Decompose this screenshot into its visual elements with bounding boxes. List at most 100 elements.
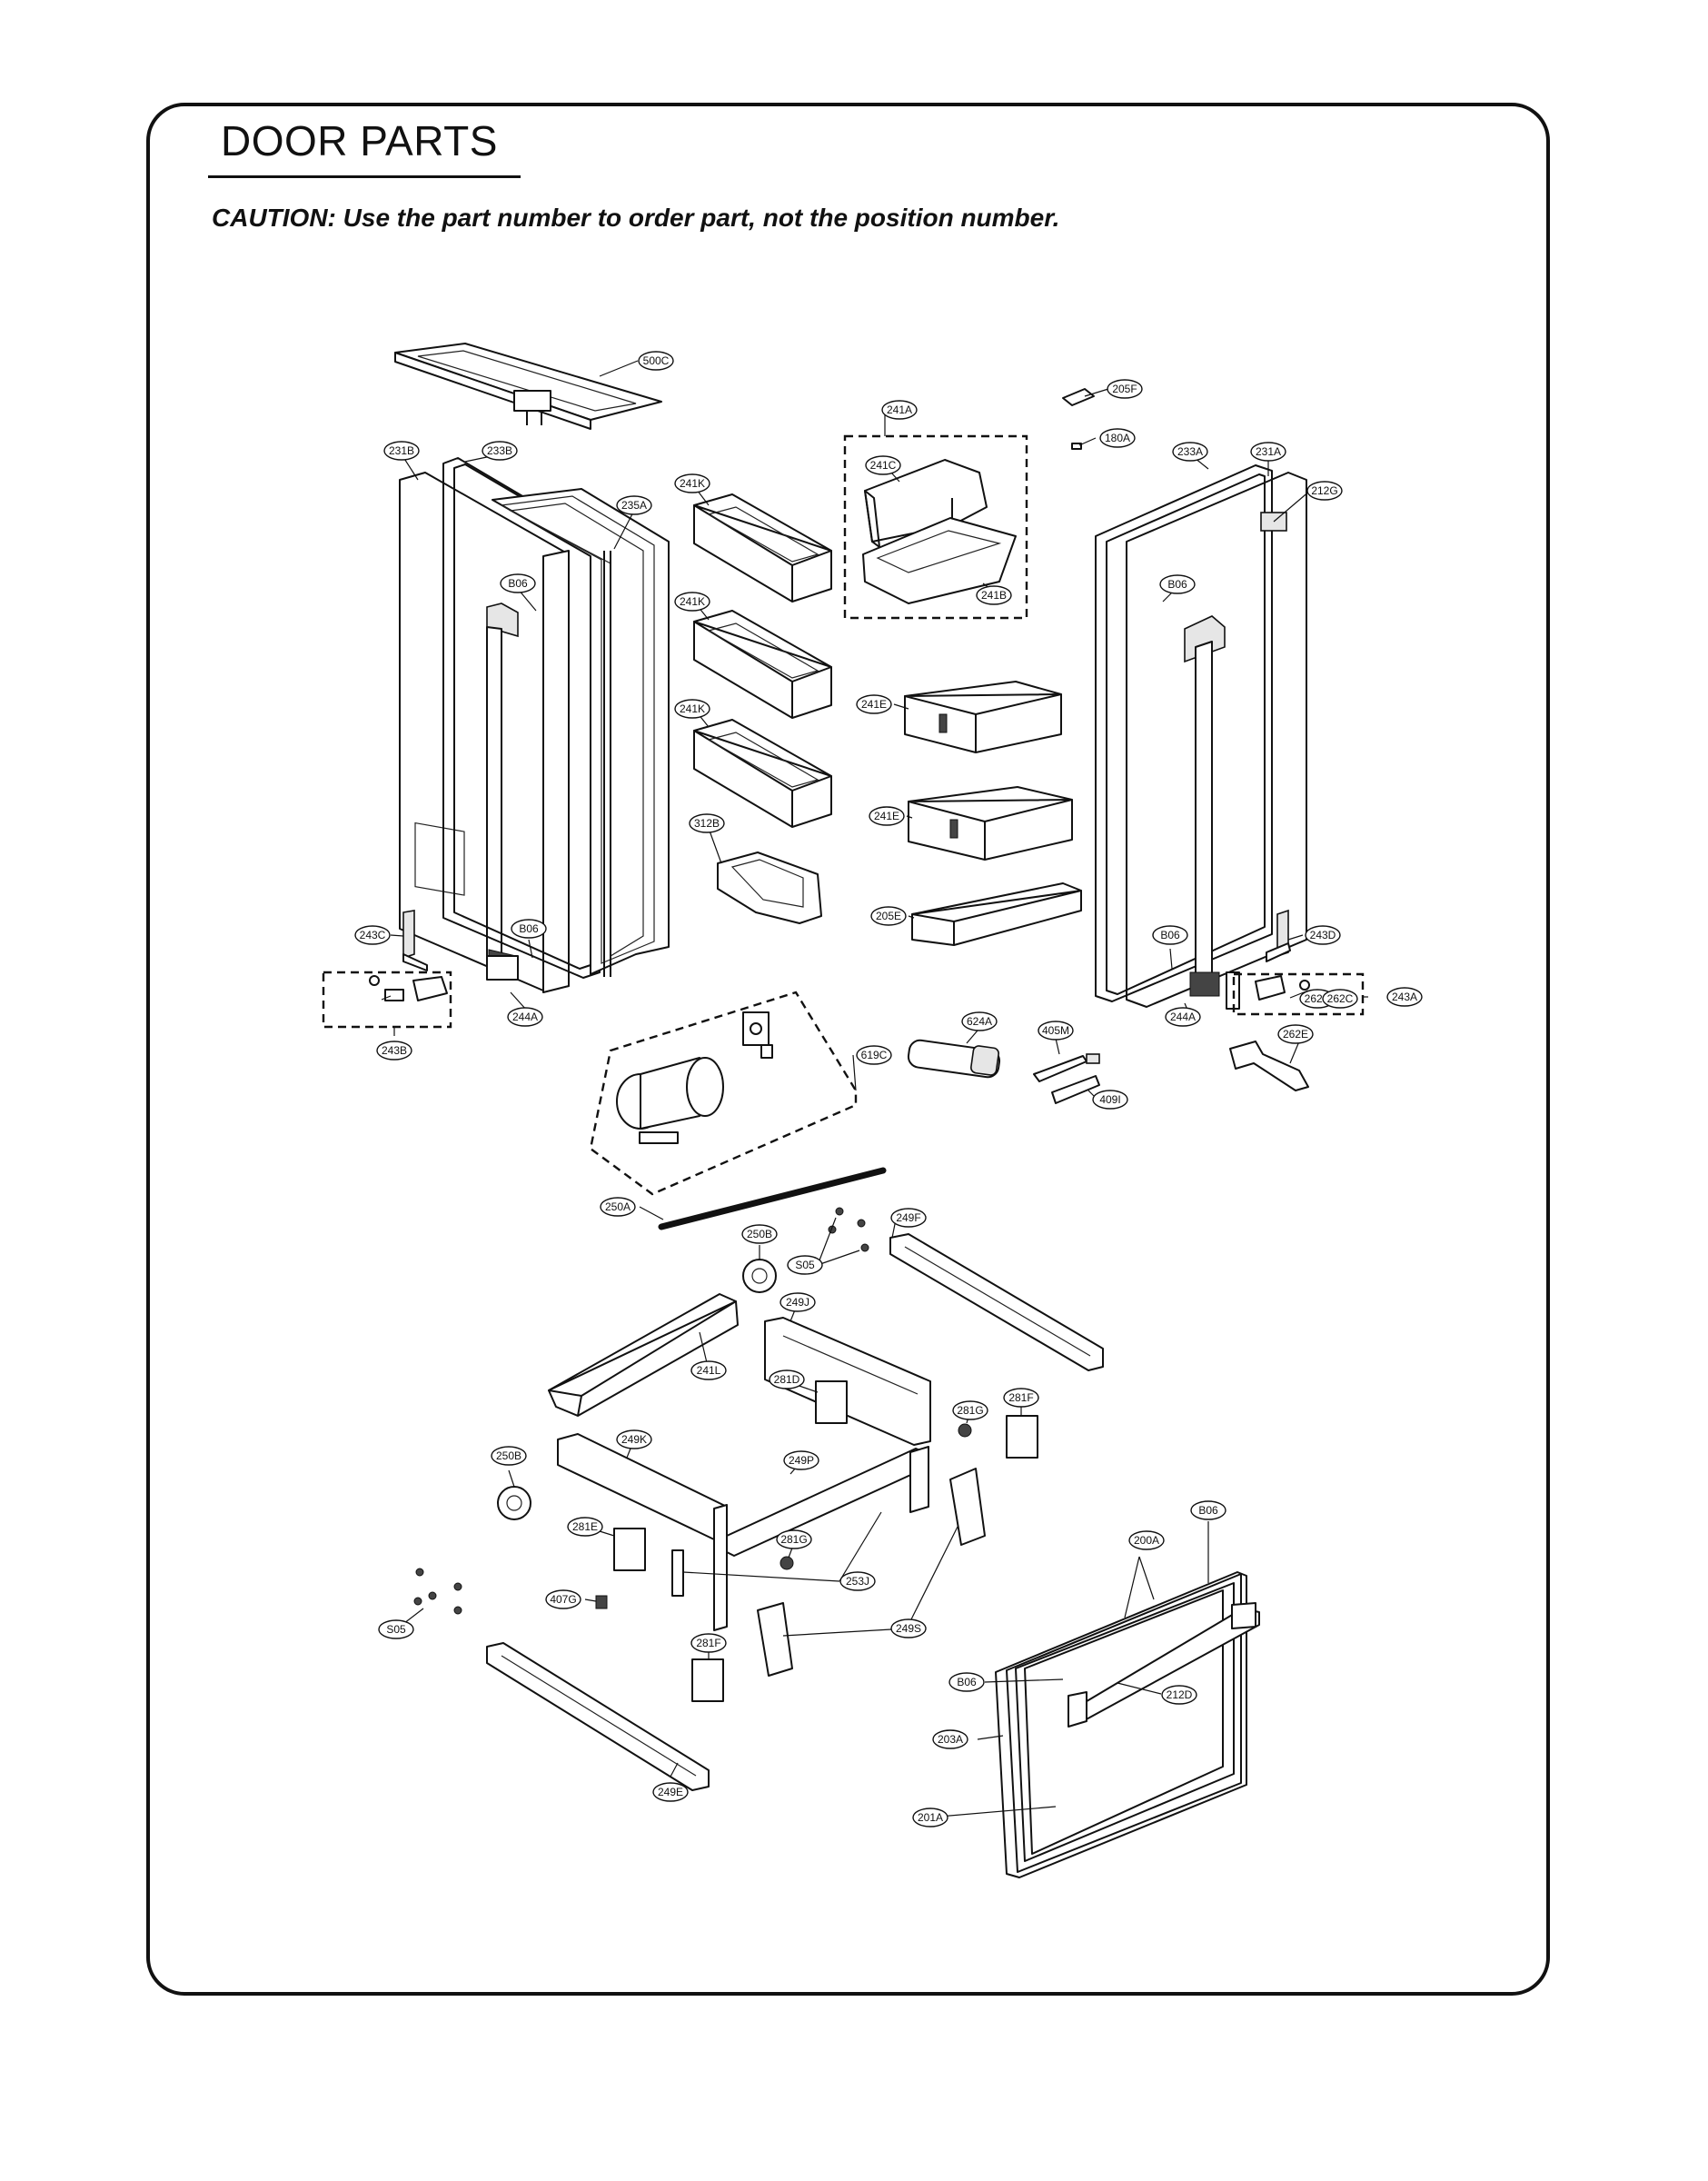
drawer-frame-cross-part [726,1446,929,1557]
callout-label: 249E [658,1786,683,1798]
slide-roller-part [958,1423,972,1438]
callout-label: 203A [938,1733,963,1746]
callout-bubble [776,1529,812,1549]
callout-tag-233b: 233B [482,441,518,461]
callout-bubble [769,1369,805,1389]
callout-tag-231a: 231A [1250,442,1286,462]
callout-label: 500C [643,354,670,367]
callout-tag-281g: 281G [952,1400,988,1420]
callout-label: 205F [1112,383,1137,395]
callout-tag-244a: 244A [507,1007,543,1027]
callout-tag-253j: 253J [839,1571,876,1591]
callout-bubble [1128,1530,1165,1550]
callout-bubble [1003,1388,1039,1408]
callout-bubble [1322,989,1358,1009]
callout-bubble [1107,379,1143,399]
callout-label: 249S [896,1622,921,1635]
callout-bubble [780,1292,816,1312]
callout-bubble [741,1224,778,1244]
bin-tray-part [862,517,1017,604]
callout-bubble [545,1589,581,1609]
drawer-rail-left-part [486,1642,710,1791]
door-basket-part [908,786,1073,861]
callout-label: 243B [382,1044,407,1057]
callout-label: 180A [1105,432,1130,444]
callout-tag-241k: 241K [674,592,710,612]
callout-label: 241L [697,1364,721,1377]
door-basket-part [904,681,1062,753]
callout-tag-180a: 180A [1099,428,1136,448]
callout-label: 624A [967,1015,992,1028]
callout-tag-243b: 243B [376,1041,412,1061]
callout-label: S05 [386,1623,406,1636]
callout-label: 233A [1177,445,1203,458]
page-title: DOOR PARTS [221,117,498,164]
water-filter-part [907,1039,1001,1079]
pinion-gear-part [497,1486,531,1520]
callout-bubble [690,1360,727,1380]
callout-tag-312b: 312B [689,813,725,833]
callout-bubble [500,573,536,593]
callout-tag-243d: 243D [1305,925,1341,945]
drawer-stopper-part [671,1549,684,1597]
callout-label: 250B [496,1449,521,1462]
door-bin-part [693,610,832,719]
door-top-cover-part [394,343,662,430]
callout-tag-b06: B06 [500,573,536,593]
callout-label: 241C [870,459,897,472]
callout-bubble [616,495,652,515]
left-hinge-parts [369,910,448,1001]
callout-label: 253J [846,1575,869,1588]
callout-bubble [1306,481,1343,501]
callout-tag-243a: 243A [1386,987,1423,1007]
callout-bubble [856,694,892,714]
door-rail-part [658,1167,887,1230]
drawer-slide-bracket-part [757,1468,986,1677]
callout-bubble [1172,442,1208,462]
callout-tag-212d: 212D [1161,1685,1197,1705]
callout-bubble [1038,1021,1074,1041]
callout-tag-241k: 241K [674,473,710,493]
callout-bubble [674,473,710,493]
callout-label: 407G [550,1593,576,1606]
callout-label: 249F [896,1211,920,1224]
callout-tag-262c: 262C [1322,989,1358,1009]
callout-label: 281G [957,1404,983,1417]
left-hinge-kit-frame [322,971,452,1029]
door-pin-part [1071,443,1082,450]
callout-bubble [652,1782,689,1802]
callout-label: 249K [621,1433,647,1446]
callout-label: 250A [605,1200,631,1213]
callout-tag-s05: S05 [787,1255,823,1275]
callout-label: 619C [861,1049,888,1061]
callout-bubble [1152,925,1188,945]
callout-label: 231B [389,444,414,457]
drawer-rail-right-part [889,1233,1104,1371]
title-underline [208,175,521,178]
callout-bubble [689,813,725,833]
callout-tag-249j: 249J [780,1292,816,1312]
callout-tag-212g: 212G [1306,481,1343,501]
callout-leader-lines [381,360,1368,1818]
callout-label: B06 [1160,929,1180,941]
callout-bubble [1190,1500,1226,1520]
callout-tag-200a: 200A [1128,1530,1165,1550]
callout-label: 281G [780,1533,807,1546]
callout-bubble [378,1619,414,1639]
screw-set-part [413,1568,462,1615]
callout-bubble [890,1208,927,1228]
callout-label: 233B [487,444,512,457]
callout-tag-281e: 281E [567,1517,603,1537]
callout-tag-407g: 407G [545,1589,581,1609]
callout-bubble [674,699,710,719]
callout-tag-205e: 205E [870,906,907,926]
callout-label: S05 [795,1259,815,1271]
callout-bubble [1159,574,1196,594]
callout-bubble [865,455,901,475]
callout-label: 281D [774,1373,800,1386]
callout-tag-281d: 281D [769,1369,805,1389]
callout-bubble [1099,428,1136,448]
callout-label: 244A [512,1011,538,1023]
callout-label: 235A [621,499,647,512]
callout-bubble [932,1729,968,1749]
